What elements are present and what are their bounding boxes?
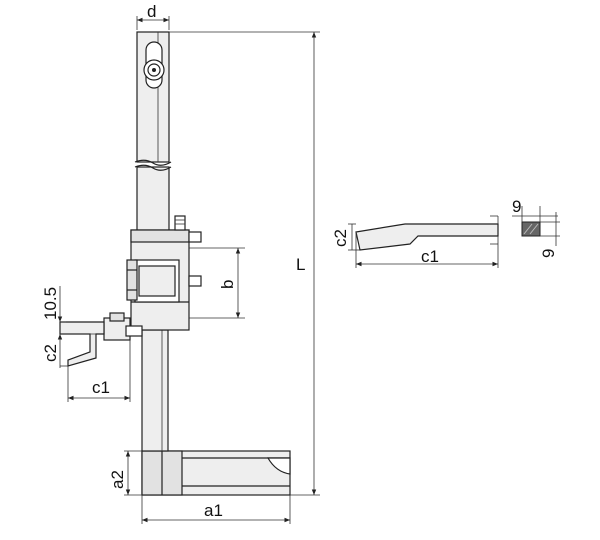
dim-L: L xyxy=(169,31,320,496)
cross-section: 9 9 xyxy=(512,197,560,258)
label-a2: a2 xyxy=(108,470,127,489)
slider-block xyxy=(126,215,202,331)
label-c2-right: c2 xyxy=(331,229,350,247)
dim-d: d xyxy=(136,2,170,30)
dim-a1: a1 xyxy=(141,495,291,524)
label-d: d xyxy=(147,2,156,21)
label-9-side: 9 xyxy=(539,249,558,258)
label-9-top: 9 xyxy=(512,197,521,216)
label-c1-right: c1 xyxy=(421,247,439,266)
dim-a2: a2 xyxy=(108,450,142,496)
main-beam xyxy=(134,31,172,452)
lock-screw-top xyxy=(174,215,186,231)
dim-c1-left: c1 xyxy=(67,340,131,402)
lock-screw-side-1 xyxy=(188,231,202,243)
lock-screw-side-2 xyxy=(188,275,202,287)
dim-c2-left: c2 xyxy=(41,333,96,367)
label-a1: a1 xyxy=(204,501,223,520)
scriber-detail: c2 c1 xyxy=(331,215,499,268)
label-10-5: 10.5 xyxy=(41,287,60,320)
label-b: b xyxy=(218,280,237,289)
label-L: L xyxy=(296,255,305,274)
label-c1-left: c1 xyxy=(92,378,110,397)
fine-adjust-knob xyxy=(143,41,165,89)
label-c2-left: c2 xyxy=(41,344,60,362)
gauge-base xyxy=(141,450,291,496)
dim-b: b xyxy=(189,247,245,319)
dim-10-5: 10.5 xyxy=(41,286,66,368)
height-gauge: d L b 10.5 c2 xyxy=(41,2,320,524)
